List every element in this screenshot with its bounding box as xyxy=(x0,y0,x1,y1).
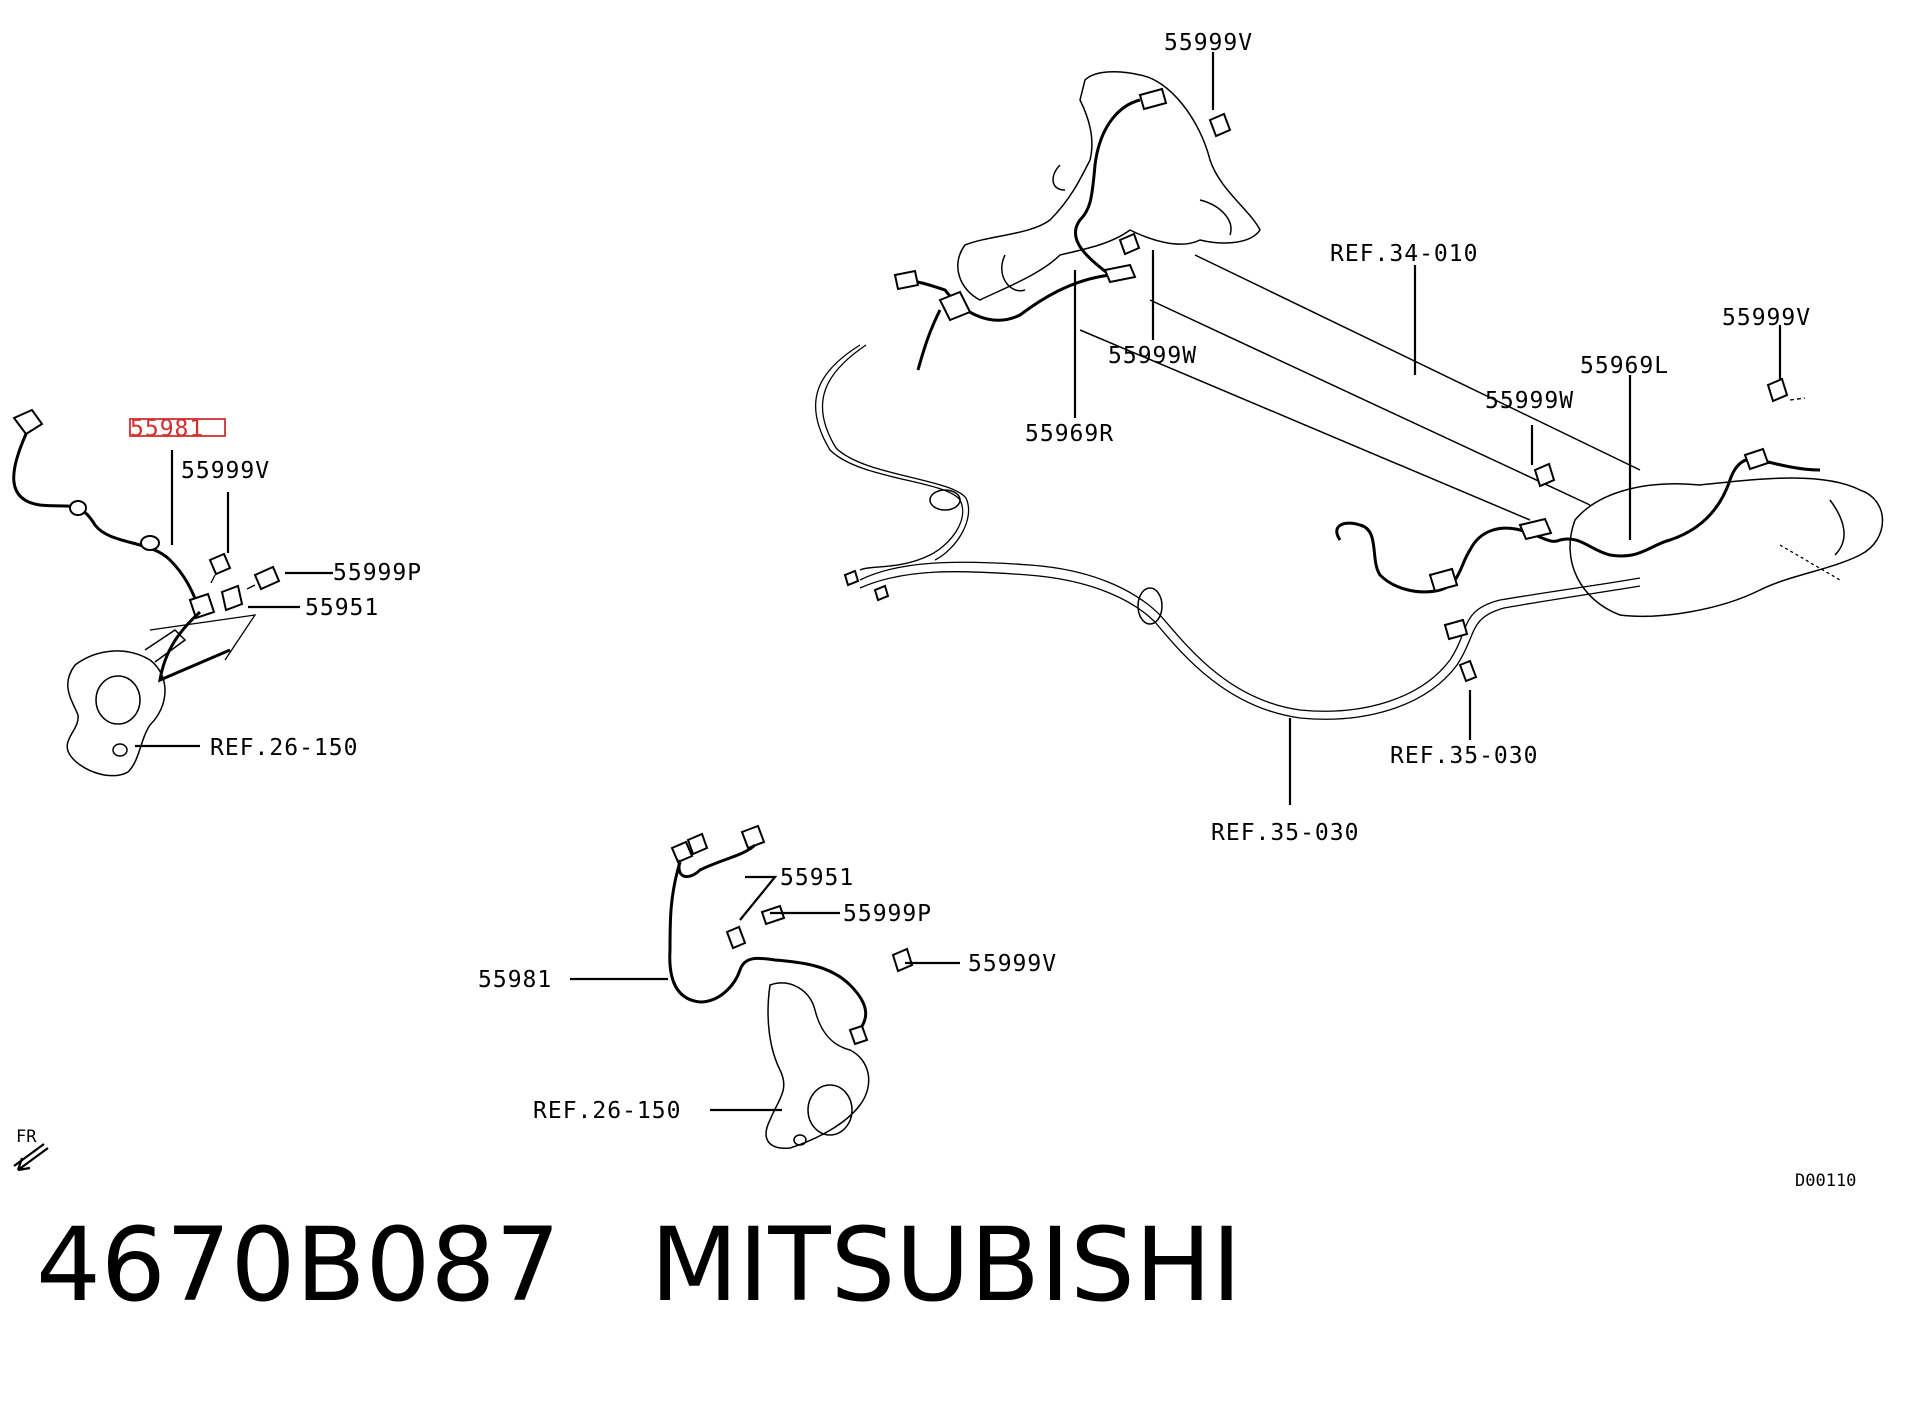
callout-harness-l[interactable]: 55969L xyxy=(1580,353,1669,379)
part-number: 4670B087 xyxy=(36,1206,561,1325)
callout-bottom-knuckle-ref[interactable]: REF.26-150 xyxy=(533,1098,681,1124)
rear-crossmember-assembly xyxy=(814,70,1884,720)
callout-harness-r[interactable]: 55969R xyxy=(1025,421,1114,447)
left-leaders xyxy=(135,450,333,748)
direction-label: FR xyxy=(16,1127,37,1147)
callout-rear-ref-1[interactable]: REF.35-030 xyxy=(1390,743,1538,769)
callout-left-sensor[interactable]: 55981 xyxy=(130,416,204,442)
callout-top-bolt-w[interactable]: 55999W xyxy=(1108,343,1197,369)
callout-bottom-sensor[interactable]: 55981 xyxy=(478,967,552,993)
callout-rear-ref-2[interactable]: REF.35-030 xyxy=(1211,820,1359,846)
left-front-sensor-assembly xyxy=(12,408,281,777)
callout-left-clip[interactable]: 55951 xyxy=(305,595,379,621)
bottom-leaders xyxy=(570,875,960,1112)
callout-left-knuckle-ref[interactable]: REF.26-150 xyxy=(210,735,358,761)
bottom-front-sensor-assembly xyxy=(668,824,914,1149)
callout-top-bolt-v[interactable]: 55999V xyxy=(1164,30,1253,56)
callout-right-bolt-v[interactable]: 55999V xyxy=(1722,305,1811,331)
callout-crossmember-ref[interactable]: REF.34-010 xyxy=(1330,241,1478,267)
callout-bottom-bolt-v[interactable]: 55999V xyxy=(968,951,1057,977)
highlight-box xyxy=(129,418,226,437)
brand-name: MITSUBISHI xyxy=(650,1206,1242,1325)
callout-left-bolt-v[interactable]: 55999V xyxy=(181,458,270,484)
direction-marker: FR xyxy=(13,1127,49,1172)
arrow-down-left-icon xyxy=(13,1143,49,1172)
callout-bottom-bolt-p[interactable]: 55999P xyxy=(843,901,932,927)
callout-left-bolt-p[interactable]: 55999P xyxy=(333,560,422,586)
callout-right-bolt-w[interactable]: 55999W xyxy=(1485,388,1574,414)
rear-leaders xyxy=(1073,52,1782,805)
drawing-code: D00110 xyxy=(1795,1171,1856,1191)
callout-bottom-clip[interactable]: 55951 xyxy=(780,865,854,891)
